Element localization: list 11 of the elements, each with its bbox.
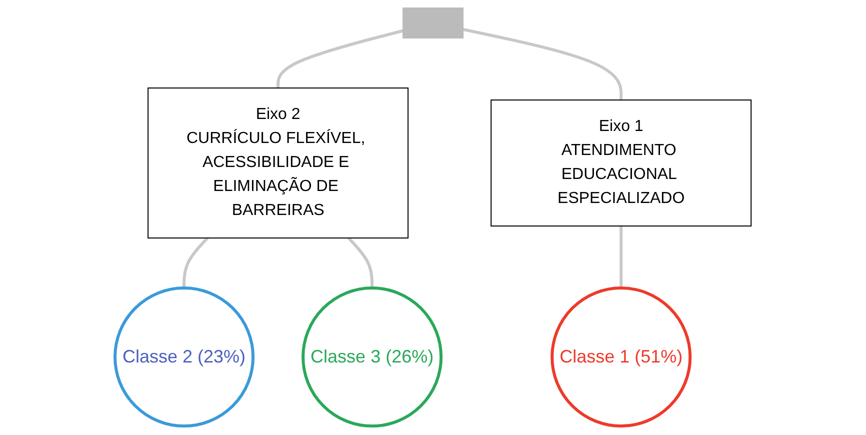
node-box: Eixo 1 ATENDIMENTO EDUCACIONAL ESPECIALIZADO (490, 100, 752, 227)
connector (347, 237, 374, 288)
connector (182, 237, 209, 288)
node-box: Eixo 2 CURRÍCULO FLEXÍVEL, ACESSIBILIDADE E ELIMINAÇÃO DE BARREIRAS (148, 88, 408, 239)
node-bar (402, 8, 464, 39)
connector (620, 226, 623, 288)
node-circle: Classe 3 (26%) (302, 286, 443, 428)
node-circle: Classe 1 (51%) (550, 286, 692, 428)
node-circle: Classe 2 (23%) (113, 286, 254, 428)
connector (276, 30, 404, 88)
connector (462, 28, 623, 100)
